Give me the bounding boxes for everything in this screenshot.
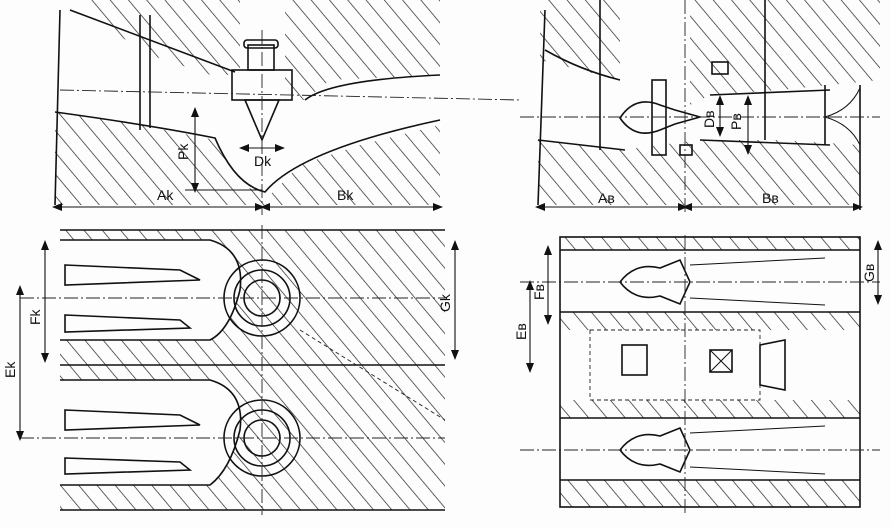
dim-label-ak: Ak bbox=[157, 187, 174, 203]
dim-label-bk: Bk bbox=[337, 187, 354, 203]
dim-label-pb: Pв bbox=[728, 113, 744, 130]
dim-label-pk: Pk bbox=[175, 143, 191, 160]
kaplan-plan-view: Fk Ek Gk bbox=[2, 225, 459, 515]
kaplan-section-view: Ak Bk Dk Pk bbox=[52, 0, 521, 215]
bulb-plan-view: Fв Eв Gв bbox=[513, 235, 882, 515]
dim-label-fb: Fв bbox=[531, 284, 547, 300]
dim-label-gb: Gв bbox=[861, 264, 877, 282]
bulb-section-view: Aв Bв Dв Pв bbox=[520, 0, 880, 215]
dim-label-bb: Bв bbox=[762, 190, 779, 206]
dim-label-fk: Fk bbox=[27, 308, 43, 325]
dim-label-db: Dв bbox=[701, 110, 717, 128]
dim-label-ab: Aв bbox=[598, 190, 615, 206]
dim-label-dk: Dk bbox=[254, 153, 272, 169]
dim-label-ek: Ek bbox=[2, 361, 18, 378]
dim-label-gk: Gk bbox=[437, 293, 453, 312]
dim-label-eb: Eв bbox=[513, 323, 529, 340]
